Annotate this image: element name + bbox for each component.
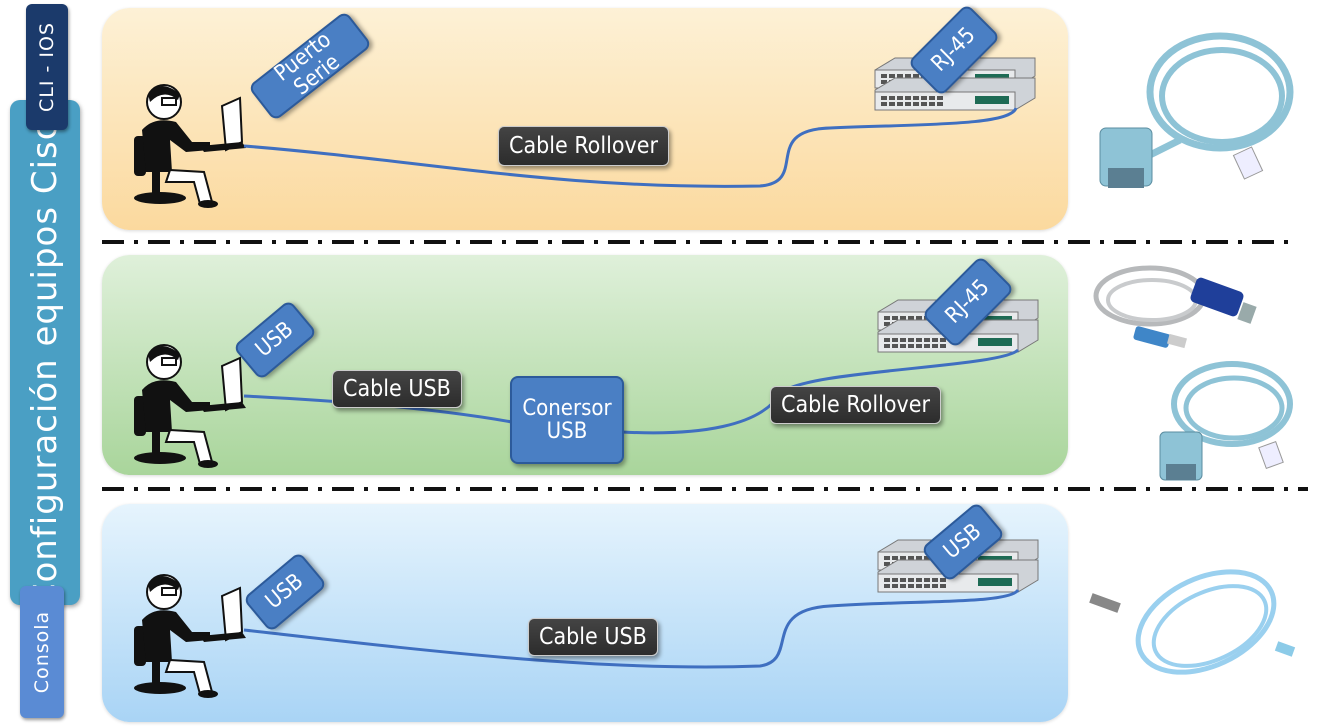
usb-console-cable-photo-icon [1089,569,1296,675]
cable-usb-text: Cable USB [539,624,647,650]
cable-label: Cable Rollover [770,386,941,424]
vertical-title-bar: Configuración equipos Cisco [10,98,80,607]
cable-rollover-text: Cable Rollover [509,133,658,159]
usb-cable-line [243,588,1020,669]
person-at-laptop-icon [133,344,247,469]
cable-label: Cable Rollover [498,126,669,166]
cable-label: Cable USB [332,370,462,408]
cable-rollover-text: Cable Rollover [781,392,930,418]
cable-label: Cable USB [528,618,658,656]
conersor-usb-text: Conersor USB [522,395,612,444]
usb-serial-converter-photo-icon [1093,265,1257,349]
cable-usb-text: Cable USB [343,376,451,402]
rollover-cable-photo-icon [1099,32,1294,188]
rollover-cable-photo-icon [1159,361,1293,481]
usb-converter-box: Conersor USB [510,376,624,464]
person-at-laptop-icon [133,84,247,209]
person-at-laptop-icon [133,574,247,699]
cli-ios-tag: CLI - IOS [26,4,68,130]
panel-serial-connection [102,8,1068,230]
rollover-cable-line [243,107,1018,188]
consola-tag: Consola [20,586,64,718]
